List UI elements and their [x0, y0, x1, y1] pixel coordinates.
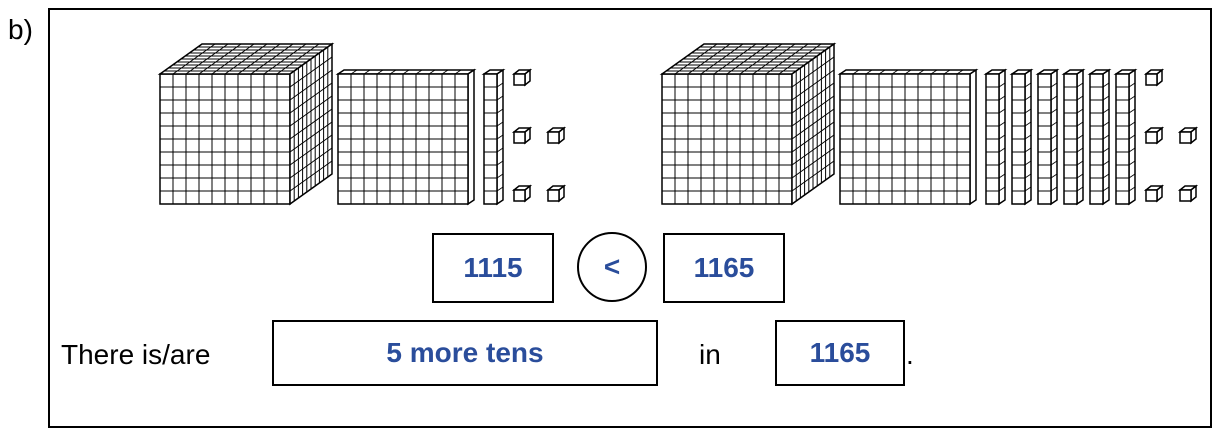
ten-rod [1012, 70, 1031, 204]
thousand-cube [160, 44, 332, 204]
number-box: 1165 [775, 320, 905, 386]
one-cube [514, 128, 530, 143]
ten-rod [1038, 70, 1057, 204]
one-cube [548, 128, 564, 143]
sentence-period: . [906, 339, 914, 371]
base-ten-blocks [0, 0, 1217, 230]
one-cube [514, 70, 530, 85]
hundred-flat [840, 70, 976, 204]
sentence-in-word: in [699, 339, 721, 371]
sentence-prefix: There is/are [61, 339, 210, 371]
ten-rod [1116, 70, 1135, 204]
one-cube [514, 186, 530, 201]
thousand-cube [662, 44, 834, 204]
one-cube [548, 186, 564, 201]
ten-rod [484, 70, 503, 204]
answer-box: 5 more tens [272, 320, 658, 386]
one-cube [1180, 128, 1196, 143]
one-cube [1180, 186, 1196, 201]
comparison-symbol-circle: < [577, 232, 647, 302]
ten-rod [1090, 70, 1109, 204]
right-number-box: 1165 [663, 233, 785, 303]
one-cube [1146, 128, 1162, 143]
one-cube [1146, 186, 1162, 201]
ten-rod [986, 70, 1005, 204]
ten-rod [1064, 70, 1083, 204]
left-number-box: 1115 [432, 233, 554, 303]
one-cube [1146, 70, 1162, 85]
hundred-flat [338, 70, 474, 204]
